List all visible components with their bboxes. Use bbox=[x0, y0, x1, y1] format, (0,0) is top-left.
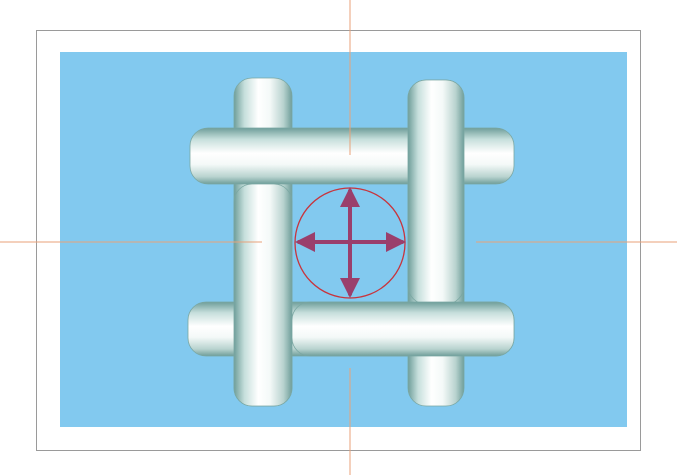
background-panel bbox=[60, 52, 627, 427]
yarn-vertical-left-over bbox=[234, 184, 292, 406]
yarn-vertical-right-over bbox=[408, 80, 464, 304]
yarn-horizontal-bottom-over bbox=[292, 302, 514, 356]
yarn-horizontal-top bbox=[190, 128, 514, 184]
